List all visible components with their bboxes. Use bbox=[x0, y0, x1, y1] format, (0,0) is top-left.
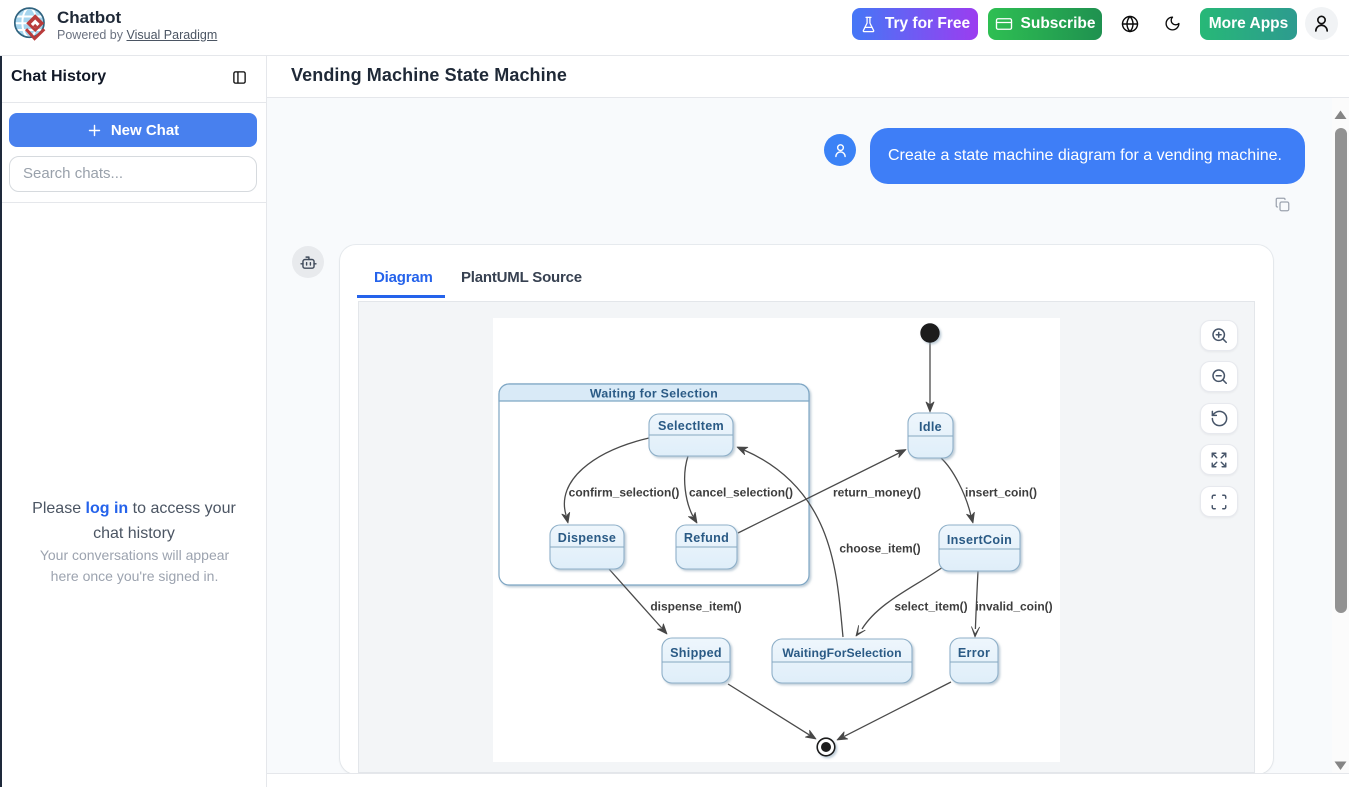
svg-text:Refund: Refund bbox=[684, 531, 729, 545]
svg-text:choose_item(): choose_item() bbox=[839, 542, 920, 556]
svg-text:return_money(): return_money() bbox=[833, 486, 921, 500]
svg-text:Shipped: Shipped bbox=[670, 646, 722, 660]
svg-text:dispense_item(): dispense_item() bbox=[650, 600, 741, 614]
svg-text:select_item(): select_item() bbox=[894, 600, 967, 614]
svg-text:SelectItem: SelectItem bbox=[658, 419, 724, 433]
svg-text:confirm_selection(): confirm_selection() bbox=[569, 486, 680, 500]
svg-text:insert_coin(): insert_coin() bbox=[965, 486, 1037, 500]
svg-text:WaitingForSelection: WaitingForSelection bbox=[782, 646, 901, 660]
svg-text:Idle: Idle bbox=[919, 420, 942, 434]
svg-text:InsertCoin: InsertCoin bbox=[947, 533, 1012, 547]
svg-text:Error: Error bbox=[958, 646, 990, 660]
svg-text:invalid_coin(): invalid_coin() bbox=[975, 600, 1052, 614]
svg-text:cancel_selection(): cancel_selection() bbox=[689, 486, 793, 500]
svg-text:Waiting for Selection: Waiting for Selection bbox=[590, 387, 718, 401]
svg-text:Dispense: Dispense bbox=[558, 531, 616, 545]
